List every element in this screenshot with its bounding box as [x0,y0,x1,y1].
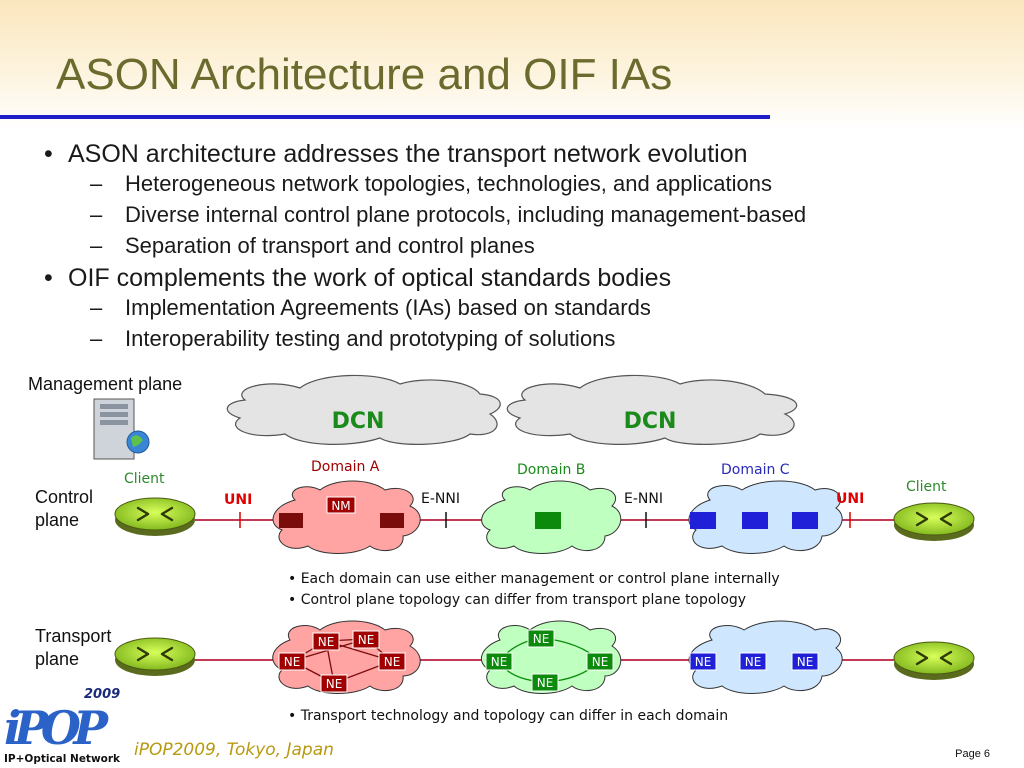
client-label-left: Client [124,471,165,487]
transport-domain-a-cloud [272,620,421,694]
ne-box: NE [485,652,513,671]
svg-text:NE: NE [797,655,814,669]
domain-c-node [690,512,716,529]
nm-box: NM [326,496,356,514]
ipop-logo: 2009 iPOP IP+Optical Network [2,687,120,766]
management-plane-label: Management plane [28,374,183,394]
ne-box: NE [312,632,340,651]
sub-bullet-text: Implementation Agreements (IAs) based on… [125,295,651,320]
ne-box: NE [278,652,306,671]
sub-bullet-item: –Interoperability testing and prototypin… [44,326,1004,357]
ason-diagram: NE NE NE NE NE NE NE NE NE NE NE NE NM D… [93,374,975,694]
sub-bullet-item: –Diverse internal control plane protocol… [44,202,1004,233]
uni-label-right: UNI [836,491,865,507]
bullet-dot: • [44,140,53,168]
svg-text:NE: NE [592,655,609,669]
domain-a-cloud [272,480,421,554]
client-label-right: Client [906,479,947,495]
enni-label: E-NNI [421,491,460,507]
router-icon [893,641,975,680]
control-note: • Control plane topology can differ from… [288,592,747,608]
ne-box: NE [531,673,559,692]
uni-label-left: UNI [224,492,253,508]
svg-text:IP+Optical Network: IP+Optical Network [4,753,120,765]
dcn-label: DCN [624,409,677,434]
bullet-text: OIF complements the work of optical stan… [68,264,672,292]
slide-title: ASON Architecture and OIF IAs [56,50,673,99]
ne-box: NE [320,674,348,693]
sub-bullet-text: Separation of transport and control plan… [125,233,535,258]
svg-text:NE: NE [284,655,301,669]
svg-text:NE: NE [537,676,554,690]
svg-text:NE: NE [326,677,343,691]
dash: – [90,171,103,196]
title-underline [0,115,770,119]
dash: – [90,233,103,258]
bullet-text: ASON architecture addresses the transpor… [68,140,748,168]
page-number: Page 6 [955,748,990,760]
ne-box: NE [378,652,406,671]
sub-bullet-item: –Implementation Agreements (IAs) based o… [44,295,1004,326]
dash: – [90,202,103,227]
svg-text:NE: NE [384,655,401,669]
svg-text:NE: NE [695,655,712,669]
domain-c-label: Domain C [721,462,790,478]
domain-b-label: Domain B [517,462,586,478]
ne-box: NE [689,652,717,671]
svg-text:NE: NE [358,633,375,647]
bullet-item: • OIF complements the work of optical sta… [44,264,1004,295]
sub-bullet-text: Interoperability testing and prototyping… [125,326,616,351]
domain-a-node [279,513,303,528]
enni-label: E-NNI [624,491,663,507]
router-icon [893,502,975,541]
bullet-item: • ASON architecture addresses the transpo… [44,140,1004,171]
ne-box: NE [791,652,819,671]
svg-text:NE: NE [318,635,335,649]
sub-bullet-item: –Separation of transport and control pla… [44,233,1004,264]
domain-a-node [380,513,404,528]
svg-text:NE: NE [491,655,508,669]
bullet-list: • ASON architecture addresses the transpo… [44,140,1004,357]
dash: – [90,295,103,320]
svg-text:2009: 2009 [84,687,120,702]
control-note: • Each domain can use either management … [288,571,780,587]
dash: – [90,326,103,351]
transport-note: • Transport technology and topology can … [288,708,729,724]
logo-mark: iPOP [4,701,109,755]
domain-c-node [742,512,768,529]
bullet-dot: • [44,264,53,292]
dcn-cloud-1 [226,374,501,445]
svg-text:NM: NM [331,499,350,513]
domain-b-node [535,512,561,529]
ne-box: NE [739,652,767,671]
domain-a-label: Domain A [311,459,380,475]
domain-c-node [792,512,818,529]
sub-bullet-item: –Heterogeneous network topologies, techn… [44,171,1004,202]
ne-box: NE [527,629,555,648]
router-icon [114,497,196,536]
transport-plane-label: Transport plane [35,626,112,669]
dcn-cloud-2 [506,374,798,445]
control-plane-label: Control plane [35,487,94,530]
footer-text: iPOP2009, Tokyo, Japan [134,740,334,760]
server-icon [93,398,150,460]
ne-box: NE [352,630,380,649]
dcn-label: DCN [332,409,385,434]
sub-bullet-text: Heterogeneous network topologies, techno… [125,171,772,196]
ne-box: NE [586,652,614,671]
svg-text:NE: NE [533,632,550,646]
svg-text:NE: NE [745,655,762,669]
router-icon [114,637,196,676]
sub-bullet-text: Diverse internal control plane protocols… [125,202,807,227]
